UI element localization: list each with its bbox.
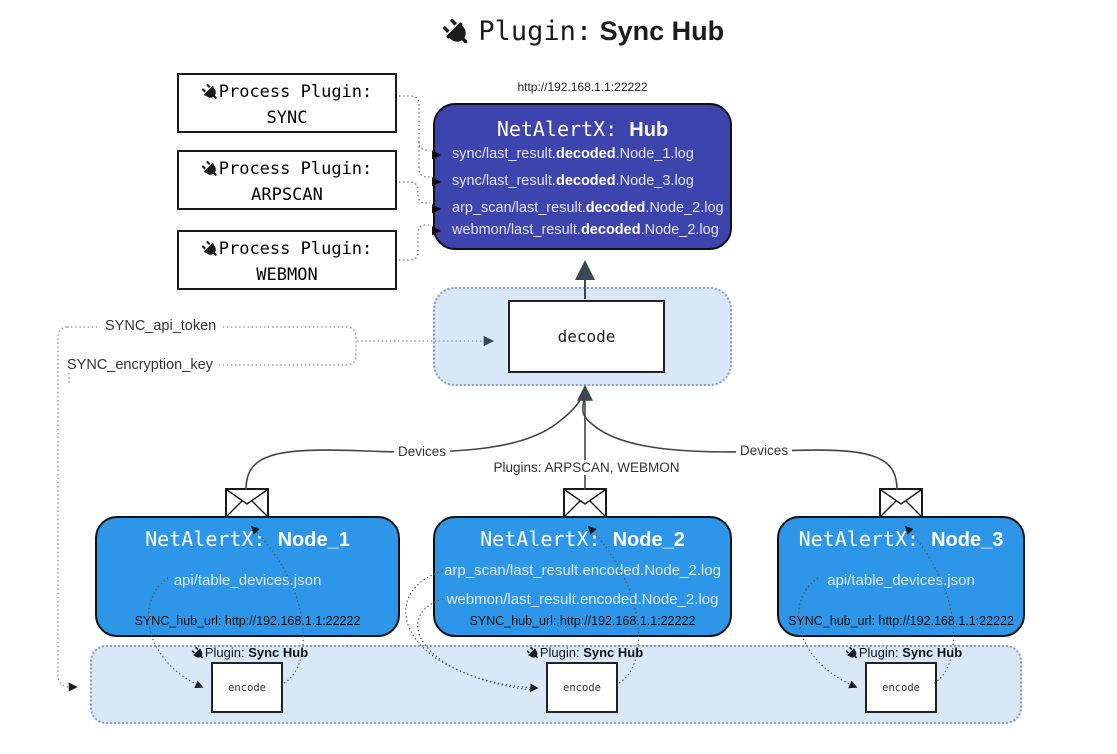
edge-label-devices-left: Devices xyxy=(394,444,451,459)
hub-log-row: ▶webmon/last_result.decoded.Node_2.log xyxy=(432,222,719,238)
sync-api-token-label: SYNC_api_token xyxy=(100,318,222,334)
process-plugin-webmon: Process Plugin: WEBMON xyxy=(177,230,397,290)
sync-encryption-key-label: SYNC_encryption_key xyxy=(62,357,218,373)
process-plugin-label: Process Plugin: xyxy=(218,159,373,179)
envelope-icon xyxy=(563,488,607,518)
encoder-plugin-label: Plugin: Sync Hub xyxy=(526,645,643,660)
page-title: Plugin: Sync Hub xyxy=(50,16,1117,47)
node-file: arp_scan/last_result.encoded.Node_2.log xyxy=(444,562,721,579)
node-title: NetAlertX: Node_3 xyxy=(798,527,1004,551)
arrow-right-icon: ▶ xyxy=(432,223,442,237)
arrow-right-icon: ▶ xyxy=(432,174,442,188)
node-file: api/table_devices.json xyxy=(827,572,975,589)
envelope-icon xyxy=(879,488,923,518)
node-hub-url: SYNC_hub_url: http://192.168.1.1:22222 xyxy=(134,614,361,628)
process-plugin-name: WEBMON xyxy=(256,265,318,285)
arrow-right-icon: ▶ xyxy=(432,201,442,215)
process-plugin-label: Process Plugin: xyxy=(218,239,373,259)
hub-log-row: ▶sync/last_result.decoded.Node_1.log xyxy=(432,146,694,162)
edge-label-plugins: Plugins: ARPSCAN, WEBMON xyxy=(433,460,740,475)
process-plugin-name: SYNC xyxy=(266,108,308,128)
encoder-plugin-label: Plugin: Sync Hub xyxy=(191,645,308,660)
node-3-box: NetAlertX: Node_3 api/table_devices.json… xyxy=(777,516,1025,637)
process-plugin-sync: Process Plugin: SYNC xyxy=(177,73,397,133)
encode-box: encode xyxy=(865,662,937,713)
process-plugin-name: ARPSCAN xyxy=(251,185,323,205)
hub-prefix: NetAlertX: xyxy=(496,117,618,141)
encode-box: encode xyxy=(211,662,283,713)
arrow-right-icon: ▶ xyxy=(432,147,442,161)
hub-box: NetAlertX: Hub ▶sync/last_result.decoded… xyxy=(432,103,732,250)
node-hub-url: SYNC_hub_url: http://192.168.1.1:22222 xyxy=(788,614,1014,628)
encode-box: encode xyxy=(546,662,618,713)
process-plugin-arpscan: Process Plugin: ARPSCAN xyxy=(177,150,397,210)
plug-icon xyxy=(442,18,468,44)
hub-log-row: ▶sync/last_result.decoded.Node_3.log xyxy=(432,173,694,189)
edge-label-devices-right: Devices xyxy=(736,443,793,458)
encoder-plugin-label: Plugin: Sync Hub xyxy=(845,645,962,660)
plug-icon xyxy=(201,240,217,256)
node-file: webmon/last_result.encoded.Node_2.log xyxy=(446,591,719,608)
plug-icon xyxy=(201,83,217,99)
node-1-box: NetAlertX: Node_1 api/table_devices.json… xyxy=(95,516,400,637)
node-hub-url: SYNC_hub_url: http://192.168.1.1:22222 xyxy=(469,614,696,628)
decode-box: decode xyxy=(508,300,665,373)
title-label: Plugin: xyxy=(478,16,593,47)
node-title: NetAlertX: Node_2 xyxy=(480,527,685,551)
node-file: api/table_devices.json xyxy=(173,572,322,589)
node-2-box: NetAlertX: Node_2 arp_scan/last_result.e… xyxy=(433,516,732,637)
hub-name: Hub xyxy=(629,119,669,141)
plug-icon xyxy=(201,160,217,176)
hub-url: http://192.168.1.1:22222 xyxy=(517,80,648,94)
hub-log-row: ▶arp_scan/last_result.decoded.Node_2.log xyxy=(432,200,724,216)
title-name: Sync Hub xyxy=(599,16,725,46)
process-plugin-label: Process Plugin: xyxy=(218,82,373,102)
node-title: NetAlertX: Node_1 xyxy=(145,527,350,551)
envelope-icon xyxy=(225,488,269,518)
hub-title: NetAlertX: Hub xyxy=(435,117,730,142)
